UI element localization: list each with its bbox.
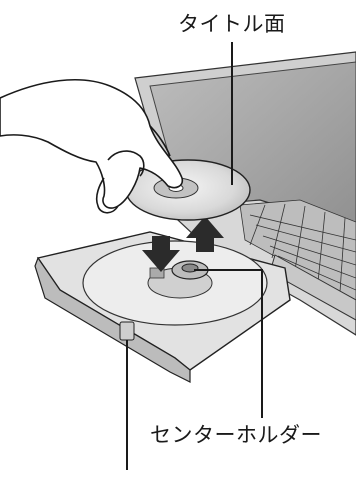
- eject-button: [120, 322, 134, 340]
- title-face-label: タイトル面: [178, 14, 286, 35]
- center-holder-label: センターホルダー: [150, 425, 322, 446]
